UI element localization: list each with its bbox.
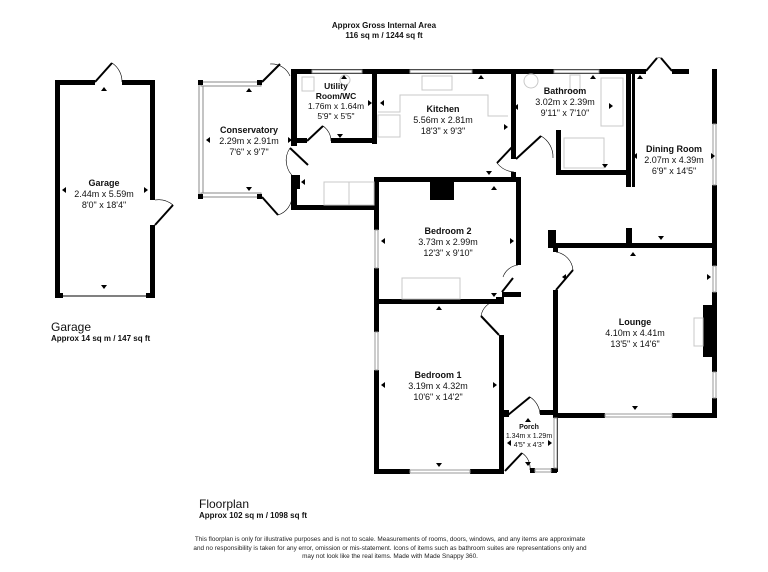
room-imperial: 8'0" x 18'4": [81, 200, 127, 210]
room-imperial: 10'6" x 14'2": [413, 392, 463, 402]
room-label-lounge: Lounge 4.10m x 4.41m 13'5" x 14'6": [605, 317, 665, 350]
room-metric: 1.76m x 1.64m: [307, 101, 365, 111]
room-name: Dining Room: [646, 144, 702, 154]
conservatory-windows: [198, 80, 262, 199]
garage-dimension-markers: [62, 87, 148, 289]
garage-section-caption: Garage Approx 14 sq m / 147 sq ft: [51, 320, 150, 344]
fixtures: [301, 73, 704, 347]
room-label-garage: Garage 2.44m x 5.59m 8'0" x 18'4": [74, 178, 134, 211]
room-imperial: 4'5" x 4'3": [513, 442, 545, 449]
interior-doors: [306, 57, 673, 472]
dimension-markers: [301, 75, 715, 467]
room-metric: 3.19m x 4.32m: [408, 381, 468, 391]
room-metric: 2.44m x 5.59m: [74, 189, 134, 199]
disclaimer-line-1: This floorplan is only for illustrative …: [194, 536, 586, 543]
room-label-bedroom-1: Bedroom 1 3.19m x 4.32m 10'6" x 14'2": [408, 370, 468, 403]
room-name: Bathroom: [543, 86, 587, 96]
disclaimer-line-3: may not look like the real items. Made w…: [302, 553, 478, 561]
room-name: Lounge: [618, 317, 652, 327]
room-label-utility: Utility Room/WC 1.76m x 1.64m 5'9" x 5'5…: [308, 81, 364, 121]
room-metric: 2.29m x 2.91m: [219, 136, 279, 146]
windows: [311, 69, 717, 474]
room-label-kitchen: Kitchen 5.56m x 2.81m 18'3" x 9'3": [413, 104, 473, 137]
room-name: Bedroom 2: [424, 226, 472, 236]
room-metric: 1.34m x 1.29m: [505, 433, 553, 440]
room-imperial: 9'11" x 7'10": [540, 108, 590, 118]
garage-doors: [94, 62, 174, 226]
room-imperial: 6'9" x 14'5": [651, 166, 697, 176]
room-metric: 5.56m x 2.81m: [413, 115, 473, 125]
room-name: Bedroom 1: [414, 370, 462, 380]
room-name: Garage: [88, 178, 120, 188]
room-name-line2: Room/WC: [315, 91, 357, 101]
room-imperial: 7'6" x 9'7": [229, 147, 269, 157]
room-name: Conservatory: [219, 125, 279, 135]
floorplan-section-caption: Floorplan Approx 102 sq m / 1098 sq ft: [199, 497, 307, 521]
room-label-conservatory: Conservatory 2.29m x 2.91m 7'6" x 9'7": [219, 125, 279, 158]
room-name: Kitchen: [426, 104, 460, 114]
floorplan-section-area: Approx 102 sq m / 1098 sq ft: [199, 511, 308, 520]
conservatory-dimension-markers: [206, 88, 292, 191]
gross-area-header: Approx Gross Internal Area 116 sq m / 12…: [0, 21, 768, 41]
room-imperial: 12'3" x 9'10": [423, 248, 473, 258]
room-label-bathroom: Bathroom 3.02m x 2.39m 9'11" x 7'10": [535, 86, 595, 119]
room-label-dining-room: Dining Room 2.07m x 4.39m 6'9" x 14'5": [644, 144, 704, 177]
gross-area-title: Approx Gross Internal Area: [331, 21, 437, 30]
room-name: Porch: [519, 424, 539, 431]
room-metric: 4.10m x 4.41m: [605, 328, 665, 338]
room-label-bedroom-2: Bedroom 2 3.73m x 2.99m 12'3" x 9'10": [418, 226, 478, 259]
garage-section-area: Approx 14 sq m / 147 sq ft: [51, 334, 151, 343]
disclaimer-line-2: and no responsibility is taken for any e…: [193, 544, 587, 552]
garage-section-title: Garage: [51, 320, 92, 334]
room-metric: 2.07m x 4.39m: [644, 155, 704, 165]
room-metric: 3.73m x 2.99m: [418, 237, 478, 247]
room-imperial: 13'5" x 14'6": [610, 339, 660, 349]
gross-area-value: 116 sq m / 1244 sq ft: [345, 31, 423, 40]
disclaimer: This floorplan is only for illustrative …: [150, 536, 630, 562]
room-imperial: 18'3" x 9'3": [420, 126, 466, 136]
floorplan-section-title: Floorplan: [199, 497, 250, 511]
room-label-porch: Porch 1.34m x 1.29m 4'5" x 4'3": [506, 423, 552, 450]
room-imperial: 5'9" x 5'5": [317, 111, 355, 121]
garage-walls: [55, 80, 155, 298]
room-metric: 3.02m x 2.39m: [535, 97, 595, 107]
room-name-line1: Utility: [324, 81, 348, 91]
